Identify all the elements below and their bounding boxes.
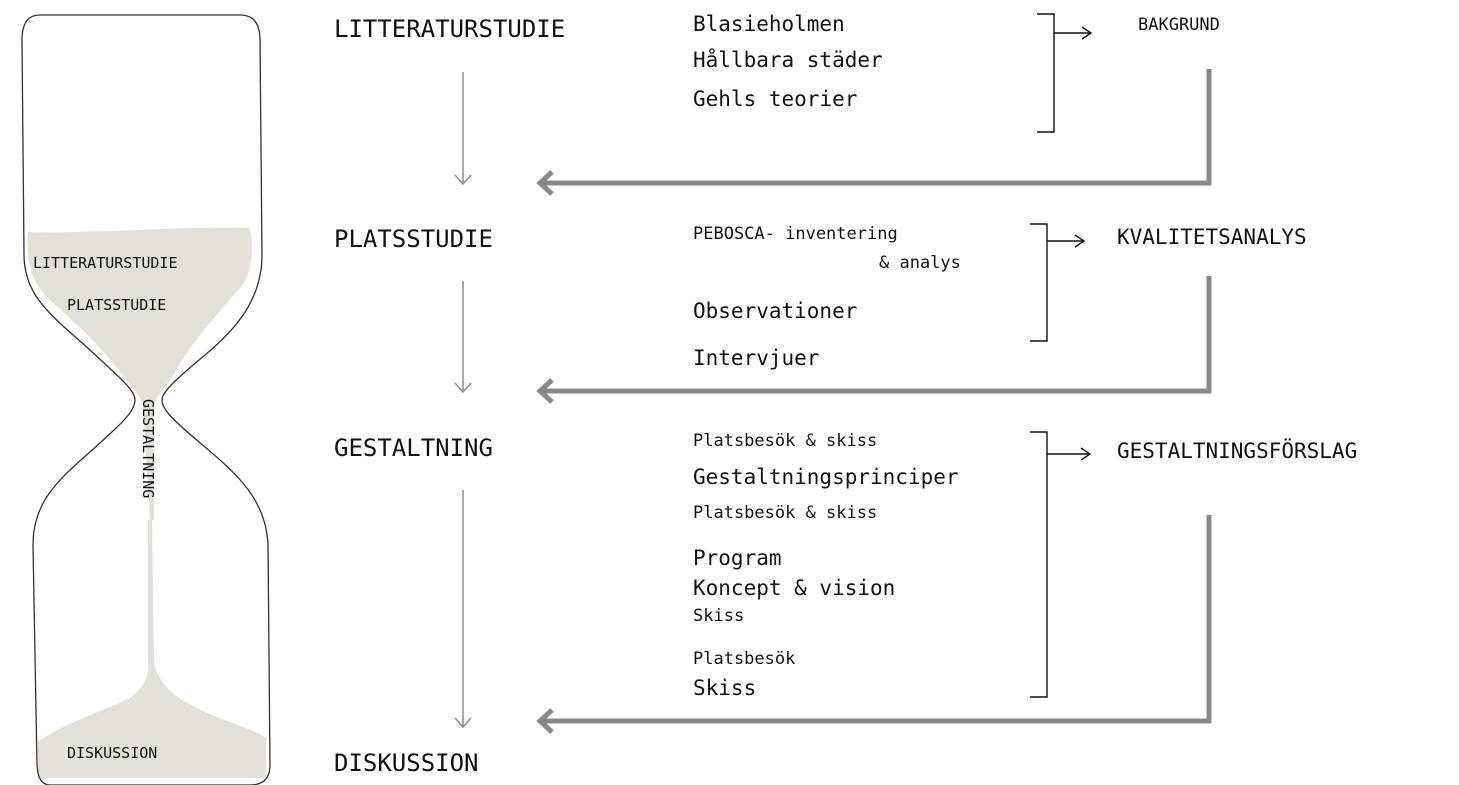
hourglass-sand-top [27, 227, 252, 520]
item-blasieholmen: Blasieholmen [693, 12, 845, 36]
return-arrow-3 [536, 515, 1212, 734]
item-skiss-1: Skiss [693, 606, 745, 626]
hourglass-sand-bottom [38, 520, 266, 778]
bracket-2 [1030, 223, 1086, 342]
arrow-down-2 [454, 281, 472, 394]
stage-title-litteraturstudie: LITTERATURSTUDIE [334, 15, 566, 43]
item-platsbesok-skiss-2: Platsbesök & skiss [693, 503, 878, 523]
output-bakgrund: BAKGRUND [1138, 15, 1220, 35]
item-koncept-vision: Koncept & vision [693, 576, 896, 600]
bracket-3 [1030, 431, 1092, 698]
return-arrow-2 [536, 276, 1212, 404]
item-observationer: Observationer [693, 299, 858, 323]
item-hallbara-stader: Hållbara städer [693, 48, 883, 72]
item-pebosca-inventering: PEBOSCA- inventering [693, 224, 898, 244]
item-platsbesok: Platsbesök [693, 649, 796, 669]
output-kvalitetsanalys: KVALITETSANALYS [1117, 225, 1307, 249]
stage-arrows [454, 72, 472, 729]
stage-title-platsstudie: PLATSSTUDIE [334, 225, 493, 253]
output-gestaltningsforslag: GESTALTNINGSFÖRSLAG [1117, 439, 1358, 463]
item-gehls-teorier: Gehls teorier [693, 87, 858, 111]
stage-title-gestaltning: GESTALTNING [334, 434, 493, 462]
return-arrows [536, 69, 1212, 734]
item-analys: & analys [879, 253, 961, 273]
arrow-down-1 [454, 72, 472, 186]
bracket-1 [1037, 13, 1093, 133]
item-program: Program [693, 546, 782, 570]
arrow-down-3 [454, 490, 472, 729]
stage-title-diskussion: DISKUSSION [334, 749, 479, 777]
item-skiss-2: Skiss [693, 676, 757, 700]
return-arrow-1 [536, 69, 1212, 196]
brackets [1030, 13, 1093, 698]
item-platsbesok-skiss-1: Platsbesök & skiss [693, 431, 878, 451]
item-gestaltningsprinciper: Gestaltningsprinciper [693, 465, 959, 489]
hourglass-label-gestaltning: GESTALTNING [139, 399, 157, 499]
hourglass-label-diskussion: DISKUSSION [67, 744, 158, 762]
hourglass-label-litteraturstudie: LITTERATURSTUDIE [33, 254, 178, 272]
item-intervjuer: Intervjuer [693, 346, 820, 370]
hourglass-label-platsstudie: PLATSSTUDIE [67, 296, 167, 314]
